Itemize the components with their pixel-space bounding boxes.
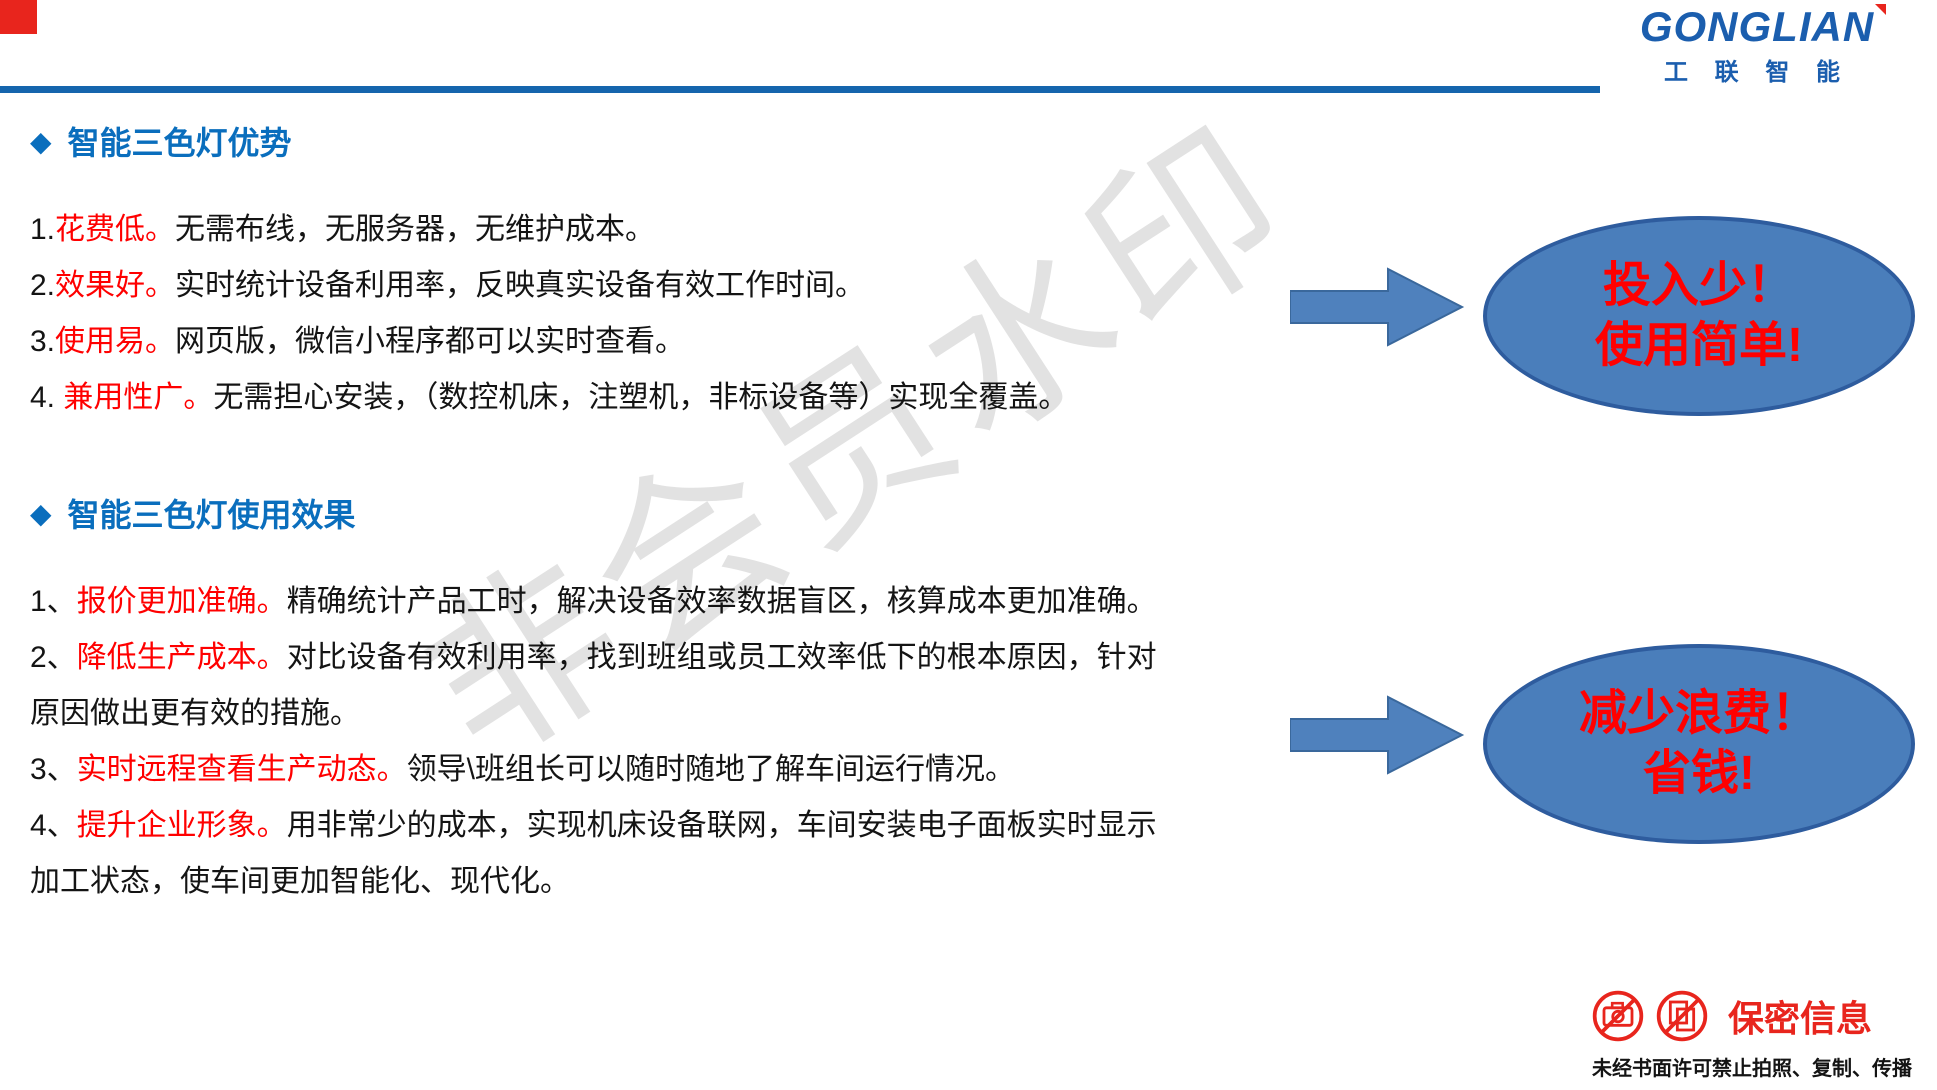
item-number: 1、 xyxy=(30,585,77,618)
item-number: 1. xyxy=(30,213,56,246)
item-text: 精确统计产品工时，解决设备效率数据盲区，核算成本更加准确。 xyxy=(286,585,1157,618)
item-number: 2、 xyxy=(30,641,77,674)
callout-ellipse-effect: 减少浪费！ 省钱! xyxy=(1483,644,1915,844)
callout-text: 使用简单! xyxy=(1595,319,1803,372)
logo-brand-label: GONGLIAN xyxy=(1639,3,1875,50)
item-text: 网页版，微信小程序都可以实时查看。 xyxy=(175,325,686,358)
no-photo-icon xyxy=(1592,990,1644,1042)
logo: GONGLIAN 工 联 智 能 xyxy=(1597,3,1917,87)
footer-note: 未经书面许可禁止拍照、复制、传播 xyxy=(1592,1058,1912,1080)
callout-text: 省钱! xyxy=(1643,747,1755,800)
section1-title: ◆ 智能三色灯优势 xyxy=(30,118,292,164)
item-text: 无需担心安装，（数控机床，注塑机，非标设备等）实现全覆盖。 xyxy=(213,381,1069,414)
item-text: 实时统计设备利用率，反映真实设备有效工作时间。 xyxy=(175,269,866,302)
list-item: 3.使用易。网页版，微信小程序都可以实时查看。 xyxy=(30,314,1200,370)
item-number: 2. xyxy=(30,269,56,302)
item-highlight: 降低生产成本。 xyxy=(76,641,287,674)
section1-list: 1.花费低。无需布线，无服务器，无维护成本。 2.效果好。实时统计设备利用率，反… xyxy=(30,202,1200,426)
section2-title: ◆ 智能三色灯使用效果 xyxy=(30,490,356,536)
logo-brand-text: GONGLIAN xyxy=(1639,3,1887,50)
item-highlight: 报价更加准确。 xyxy=(76,585,287,618)
arrow-right-icon xyxy=(1290,267,1465,347)
item-text: 对比设备有效利用率，找到班组或员工效率低下的根本原因，针对原因做出更有效的措施。 xyxy=(30,641,1157,730)
item-highlight: 提升企业形象。 xyxy=(76,809,287,842)
list-item: 4. 兼用性广。无需担心安装，（数控机床，注塑机，非标设备等）实现全覆盖。 xyxy=(30,370,1200,426)
item-number: 3、 xyxy=(30,753,77,786)
item-text: 用非常少的成本，实现机床设备联网，车间安装电子面板实时显示加工状态，使车间更加智… xyxy=(30,809,1157,898)
list-item: 2、降低生产成本。对比设备有效利用率，找到班组或员工效率低下的根本原因，针对原因… xyxy=(30,630,1180,742)
item-highlight: 使用易。 xyxy=(55,325,176,358)
item-highlight: 花费低。 xyxy=(55,213,176,246)
confidential-label: 保密信息 xyxy=(1728,998,1873,1039)
list-item: 2.效果好。实时统计设备利用率，反映真实设备有效工作时间。 xyxy=(30,258,1200,314)
item-number: 3. xyxy=(30,325,56,358)
header-rule xyxy=(0,86,1600,93)
list-item: 4、提升企业形象。用非常少的成本，实现机床设备联网，车间安装电子面板实时显示加工… xyxy=(30,798,1180,910)
diamond-icon: ◆ xyxy=(30,497,52,529)
item-text: 无需布线，无服务器，无维护成本。 xyxy=(175,213,656,246)
item-highlight: 效果好。 xyxy=(55,269,176,302)
callout-ellipse-advantage: 投入少！ 使用简单! xyxy=(1483,216,1915,416)
list-item: 1、报价更加准确。精确统计产品工时，解决设备效率数据盲区，核算成本更加准确。 xyxy=(30,574,1180,630)
callout-text: 减少浪费！ xyxy=(1578,687,1819,740)
item-number: 4、 xyxy=(30,809,77,842)
confidential-banner: 保密信息 xyxy=(1590,988,1872,1044)
list-item: 3、实时远程查看生产动态。领导\班组长可以随时随地了解车间运行情况。 xyxy=(30,742,1180,798)
item-highlight: 兼用性广。 xyxy=(63,381,214,414)
section2-list: 1、报价更加准确。精确统计产品工时，解决设备效率数据盲区，核算成本更加准确。 2… xyxy=(30,574,1180,910)
logo-subtitle: 工 联 智 能 xyxy=(1663,59,1850,86)
arrow-right-icon xyxy=(1290,695,1465,775)
no-copy-icon xyxy=(1656,990,1708,1042)
item-text: 领导\班组长可以随时随地了解车间运行情况。 xyxy=(406,753,1016,786)
section1-title-text: 智能三色灯优势 xyxy=(67,125,292,161)
diamond-icon: ◆ xyxy=(30,125,52,157)
corner-accent xyxy=(0,0,37,34)
logo-triangle-icon xyxy=(1875,4,1887,15)
list-item: 1.花费低。无需布线，无服务器，无维护成本。 xyxy=(30,202,1200,258)
section2-title-text: 智能三色灯使用效果 xyxy=(67,497,356,533)
item-highlight: 实时远程查看生产动态。 xyxy=(76,753,407,786)
watermark-text: 非会员水印 xyxy=(390,89,1329,799)
item-number: 4. xyxy=(30,381,64,414)
callout-text: 投入少！ xyxy=(1602,259,1795,312)
